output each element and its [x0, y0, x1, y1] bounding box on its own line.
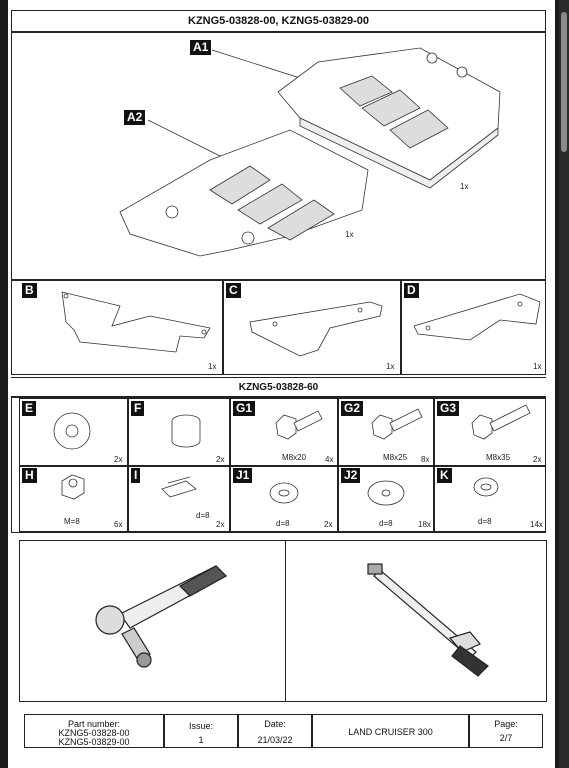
hardware-cell-e	[19, 398, 128, 466]
qty-a1: 1x	[460, 182, 469, 191]
part-number-1: KZNG5-03828-00	[58, 728, 130, 738]
part-tag-b: B	[22, 283, 37, 298]
bracket-c-cell	[223, 280, 401, 375]
part-tag-i: I	[131, 468, 141, 483]
part-number-2: KZNG5-03829-00	[58, 737, 130, 747]
qty-g3: 2x	[533, 455, 542, 464]
dim-h: M=8	[64, 517, 80, 526]
qty-d: 1x	[533, 362, 542, 371]
part-tag-a1: A1	[190, 40, 212, 55]
part-number-cell: Part number: KZNG5-03828-00 KZNG5-03829-…	[24, 714, 164, 748]
hardware-cell-k	[434, 466, 546, 532]
dim-k: d=8	[478, 517, 492, 526]
part-tag-a2: A2	[124, 110, 146, 125]
part-tag-d: D	[404, 283, 419, 298]
part-tag-c: C	[226, 283, 241, 298]
page-value: 2/7	[499, 733, 513, 743]
bracket-d-cell	[401, 280, 546, 375]
hardware-cell-g1	[230, 398, 338, 466]
bracket-b-cell	[11, 280, 223, 375]
qty-g2: 8x	[421, 455, 430, 464]
hardware-cell-j2	[338, 466, 434, 532]
hardware-cell-g3	[434, 398, 546, 466]
dim-j1: d=8	[276, 519, 290, 528]
vehicle-cell: LAND CRUISER 300	[312, 714, 469, 748]
tools-illustrations	[95, 563, 489, 677]
qty-j1: 2x	[324, 520, 333, 529]
date-label: Date:	[264, 719, 286, 729]
date-cell: Date: 21/03/22	[238, 714, 312, 748]
hardware-cell-i	[128, 466, 230, 532]
hardware-cell-j1	[230, 466, 338, 532]
tools-section	[19, 540, 547, 702]
qty-e: 2x	[114, 455, 123, 464]
hardware-kit-title: KZNG5-03828-60	[11, 377, 546, 397]
page-label: Page:	[494, 719, 518, 729]
bracket-illustrations	[61, 291, 541, 357]
part-tag-h: H	[22, 468, 37, 483]
date-value: 21/03/22	[257, 735, 293, 745]
issue-cell: Issue: 1	[164, 714, 238, 748]
page-title: KZNG5-03828-00, KZNG5-03829-00	[11, 10, 546, 32]
part-tag-j1: J1	[233, 468, 253, 483]
issue-value: 1	[198, 735, 204, 745]
qty-g1: 4x	[325, 455, 334, 464]
part-tag-g1: G1	[233, 401, 256, 416]
qty-c: 1x	[386, 362, 395, 371]
dim-g1: M8x20	[282, 453, 307, 462]
skid-plate-section	[11, 32, 546, 280]
part-tag-g2: G2	[341, 401, 364, 416]
qty-j2: 18x	[418, 520, 431, 529]
hardware-cell-g2	[338, 398, 434, 466]
page-cell: Page: 2/7	[469, 714, 543, 748]
vertical-scrollbar[interactable]	[559, 0, 569, 768]
part-number-label: Part number:	[67, 719, 121, 729]
dim-g3: M8x35	[486, 453, 511, 462]
issue-label: Issue:	[188, 721, 213, 731]
dim-j2: d=8	[379, 519, 393, 528]
hardware-cell-h	[19, 466, 128, 532]
hardware-cell-f	[128, 398, 230, 466]
part-tag-k: K	[437, 468, 452, 483]
part-tag-g3: G3	[437, 401, 460, 416]
scrollbar-thumb[interactable]	[561, 12, 567, 152]
dim-g2: M8x25	[383, 453, 408, 462]
tools-divider	[285, 540, 286, 702]
qty-f: 2x	[216, 455, 225, 464]
qty-a2: 1x	[345, 230, 354, 239]
dim-i: d=8	[196, 511, 210, 520]
hardware-illustrations	[53, 404, 531, 506]
vehicle-model: LAND CRUISER 300	[348, 727, 433, 737]
part-tag-f: F	[131, 401, 145, 416]
skid-plate-illustration	[119, 47, 501, 257]
qty-b: 1x	[208, 362, 217, 371]
qty-h: 6x	[114, 520, 123, 529]
part-tag-e: E	[22, 401, 37, 416]
qty-i: 2x	[216, 520, 225, 529]
part-tag-j2: J2	[341, 468, 361, 483]
qty-k: 14x	[530, 520, 543, 529]
